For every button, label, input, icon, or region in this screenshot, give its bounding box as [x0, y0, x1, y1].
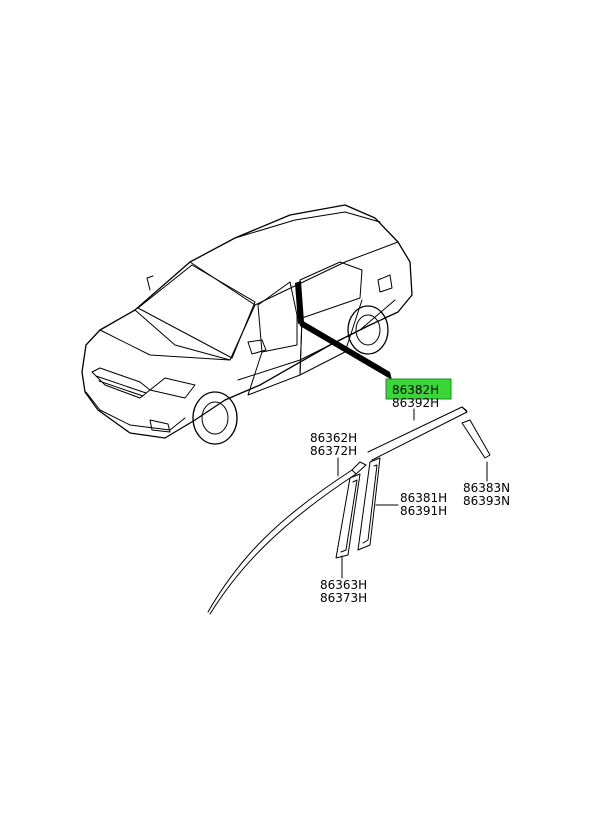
car-antenna	[146, 275, 154, 291]
pillar-leader-wedge	[298, 318, 392, 380]
rear-pillar-applique-inner	[362, 464, 378, 544]
part-86362H[interactable]: 86362H	[310, 431, 357, 445]
part-86381H[interactable]: 86381H	[400, 491, 447, 505]
car-rear-hub	[355, 314, 381, 346]
part-86393N[interactable]: 86393N	[463, 494, 510, 508]
car-grille-bars	[95, 375, 147, 397]
window-frame-moulding	[367, 406, 468, 461]
part-86392H[interactable]: 86392H	[392, 396, 439, 410]
car-hood	[134, 304, 256, 361]
door-frame-curve	[207, 469, 357, 615]
car-rear-door	[299, 299, 363, 376]
car-hood-crease	[99, 329, 231, 361]
car-mirror	[247, 339, 267, 355]
car-front-window	[257, 281, 298, 353]
front-pillar-applique	[335, 473, 361, 559]
rear-quarter-moulding	[461, 419, 491, 459]
front-pillar-applique-inner	[340, 479, 358, 553]
car-front-hub	[201, 401, 229, 435]
part-86383N[interactable]: 86383N	[463, 481, 510, 495]
car-roof-top	[234, 211, 381, 239]
car-bumper	[85, 391, 186, 431]
highlight-box	[385, 378, 452, 400]
car-fog-lamp	[149, 419, 171, 433]
car-fuel-door	[377, 274, 393, 293]
label-86382H[interactable]: 86382H	[385, 378, 452, 400]
car-rear-window	[299, 261, 363, 319]
part-86391H[interactable]: 86391H	[400, 504, 447, 518]
part-86363H[interactable]: 86363H	[320, 578, 367, 592]
car-body-outline	[81, 204, 413, 439]
car-grille	[91, 367, 151, 399]
parts-exploded-view	[207, 406, 491, 615]
part-86373H[interactable]: 86373H	[320, 591, 367, 605]
car-windshield	[137, 264, 256, 359]
car-roof	[189, 241, 399, 306]
car-front-wheel	[192, 391, 238, 445]
rear-pillar-applique	[357, 457, 381, 551]
part-86372H[interactable]: 86372H	[310, 444, 357, 458]
b-pillar-highlight	[295, 281, 304, 324]
window-frame-moulding-end	[461, 406, 468, 413]
part-86382H[interactable]: 86382H	[392, 383, 439, 397]
car-illustration	[81, 204, 413, 445]
car-side-line	[237, 299, 396, 381]
door-frame-tip	[351, 461, 367, 475]
car-rear-wheel	[347, 305, 389, 355]
car-headlight	[149, 377, 196, 399]
car-front-door	[247, 317, 303, 396]
